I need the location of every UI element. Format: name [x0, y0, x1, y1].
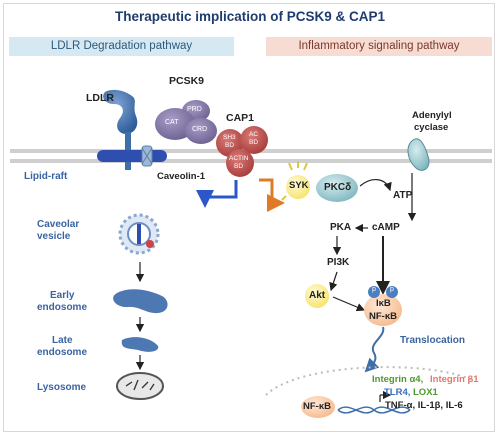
pi3k-to-akt-arrow	[329, 271, 338, 292]
actin-bd-label: ACTIN	[229, 155, 249, 162]
inflammatory-pathway-header: Inflammatory signaling pathway	[266, 37, 492, 56]
adenylyl-cyclase-shape	[407, 138, 430, 171]
pkc-delta-shape	[316, 174, 358, 202]
integrin-a4-label: Integrin α4,	[372, 374, 424, 385]
pcsk9-label: PCSK9	[169, 75, 205, 87]
pcsk9-protein-shape	[155, 100, 217, 144]
akt-shape	[305, 284, 329, 308]
ikb-label: IκB	[376, 298, 391, 309]
caveolin-shape	[141, 145, 153, 167]
vesicle-label: vesicle	[37, 231, 71, 242]
translocation-label: Translocation	[400, 335, 466, 346]
translocation-arrow	[364, 326, 385, 373]
late-label: Late	[52, 335, 73, 346]
integrin-b1-label: Integrin β1	[430, 374, 479, 385]
figure-frame	[3, 3, 495, 432]
ldlr-pathway-header: LDLR Degradation pathway	[9, 37, 234, 56]
ldlr-label: LDLR	[86, 92, 114, 104]
early-label: Early	[50, 290, 75, 301]
ldlr-pathway-arrow	[196, 180, 238, 208]
early-endosome-label: endosome	[37, 302, 88, 313]
caveolar-label: Caveolar	[37, 219, 80, 230]
tlr4-label: TLR4,	[384, 387, 411, 398]
syk-label: SYK	[289, 180, 309, 191]
lysosome-label: Lysosome	[37, 382, 87, 393]
adenylyl-label: Adenylyl	[412, 110, 452, 121]
cytokines-label: TNF-α, IL-1β, IL-6	[385, 400, 463, 411]
phospho-label-2: p	[390, 286, 394, 293]
inflammatory-pathway-arrow	[259, 178, 285, 212]
phospho-site-1	[368, 286, 380, 298]
nfkb-label: NF-κB	[369, 311, 397, 322]
akt-to-nfkb-arrow	[332, 296, 366, 312]
ac-bd-label-2: BD	[249, 139, 259, 146]
cap1-label: CAP1	[226, 112, 255, 124]
nuclear-envelope	[265, 366, 473, 396]
cat-label: CAT	[165, 119, 179, 126]
nuclear-nfkb-label: NF-κB	[303, 401, 331, 412]
syk-shape	[281, 161, 310, 201]
dna-helix	[337, 406, 411, 414]
late-endosome-label: endosome	[37, 347, 88, 358]
prd-label: PRD	[187, 106, 202, 113]
cyclase-label: cyclase	[414, 122, 449, 133]
lysosome-shape	[116, 372, 164, 400]
caveolar-vesicle-shape	[118, 213, 160, 255]
akt-label: Akt	[309, 290, 326, 301]
sh3-bd-label-2: BD	[225, 142, 235, 149]
early-endosome-shape	[113, 289, 168, 314]
nuclear-nfkb-shape	[301, 396, 335, 418]
phospho-label-1: p	[372, 286, 376, 293]
pkc-to-atp-arrow	[359, 179, 392, 192]
pka-label: PKA	[330, 222, 352, 233]
phospho-site-2	[386, 286, 398, 298]
crd-label: CRD	[192, 126, 208, 133]
cap1-protein-shape	[216, 126, 268, 177]
ikb-nfkb-complex-shape	[364, 294, 402, 326]
lipid-raft-label: Lipid-raft	[24, 171, 68, 182]
figure-title: Therapeutic implication of PCSK9 & CAP1	[114, 9, 386, 24]
ac-bd-label: AC	[249, 131, 259, 138]
pi3k-label: PI3K	[327, 257, 350, 268]
sh3-bd-label: SH3	[223, 134, 236, 141]
pkc-delta-label: PKCδ	[324, 182, 352, 193]
caveolin-label: Caveolin-1	[157, 171, 206, 182]
lox1-label: LOX1	[413, 387, 438, 398]
atp-label: ATP	[393, 190, 413, 201]
camp-label: cAMP	[372, 222, 400, 233]
actin-bd-label-2: BD	[234, 163, 244, 170]
late-endosome-shape	[121, 337, 159, 352]
